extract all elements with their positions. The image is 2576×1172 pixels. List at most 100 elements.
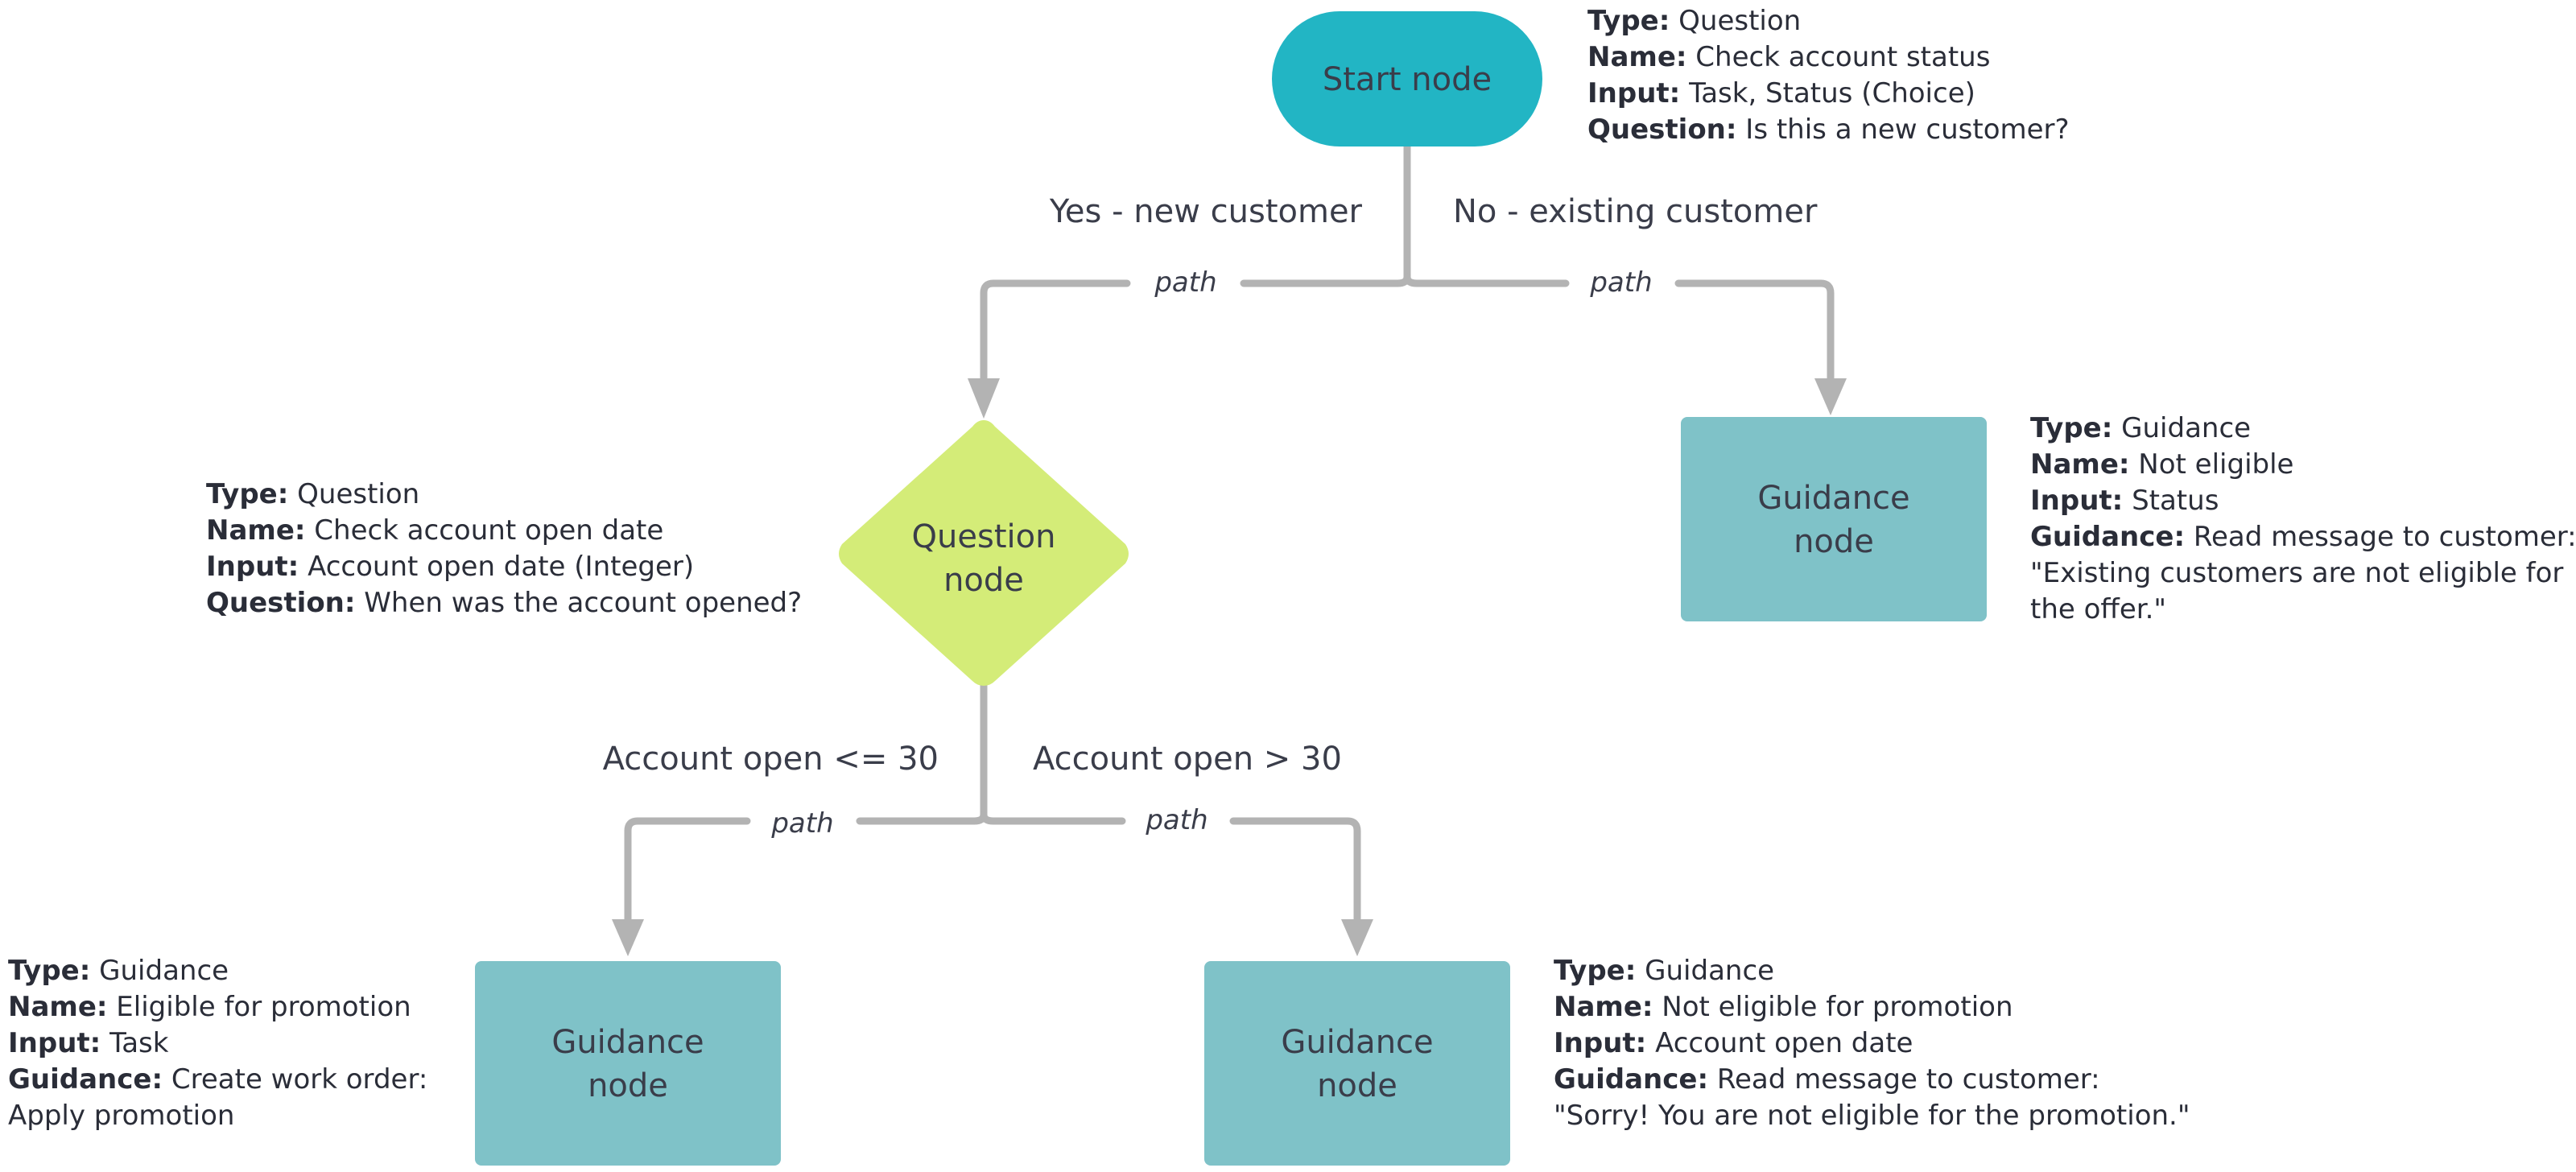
info-value: Not eligible for promotion	[1662, 991, 2013, 1023]
info-row-guidance: Guidance: Read message to customer:	[1554, 1062, 2190, 1098]
info-key: Type:	[1587, 5, 1670, 37]
guidance-node-eligible-promo-shape	[475, 961, 781, 1166]
info-row-type: Type: Guidance	[1554, 953, 2190, 989]
info-key: Guidance:	[8, 1063, 163, 1096]
path-label-no: path	[1589, 266, 1652, 299]
arrowhead-to-question	[968, 378, 1000, 419]
info-row-type: Type: Question	[206, 477, 802, 513]
info-key: Input:	[206, 551, 299, 583]
info-row-input: Input: Account open date	[1554, 1026, 2190, 1062]
info-row-type: Type: Question	[1587, 3, 2070, 39]
path-label-le-30: path	[770, 807, 833, 840]
start-node-label: Start node	[1323, 61, 1492, 98]
path-label-yes: path	[1154, 266, 1216, 299]
info-value: Task	[109, 1027, 169, 1059]
guidance-node-not-eligible-promo-label-line1: Guidance	[1281, 1024, 1433, 1061]
info-continuation: Apply promotion	[8, 1100, 235, 1132]
info-value: Read message to customer:	[1716, 1063, 2100, 1096]
info-value: Eligible for promotion	[116, 991, 411, 1023]
info-row-name: Name: Not eligible	[2030, 447, 2576, 483]
info-key: Type:	[1554, 955, 1637, 987]
info-value: Read message to customer:	[2193, 521, 2576, 553]
info-key: Name:	[2030, 448, 2130, 481]
guidance-node-not-eligible-label-line2: node	[1794, 523, 1874, 560]
info-row-type: Type: Guidance	[8, 953, 427, 989]
info-value: Is this a new customer?	[1745, 113, 2070, 146]
info-key: Input:	[1587, 77, 1681, 109]
connector-no-existing	[1403, 273, 1835, 389]
question-node-label-line1: Question	[912, 518, 1056, 555]
info-value: Account open date	[1655, 1027, 1913, 1059]
info-value: Guidance	[2121, 412, 2252, 444]
guidance-node-not-eligible-shape	[1681, 417, 1987, 621]
info-row-input: Input: Task, Status (Choice)	[1587, 76, 2070, 112]
info-value: Question	[1678, 5, 1802, 37]
edge-label-yes-new-customer: Yes - new customer	[1049, 193, 1363, 230]
info-value: Status	[2132, 485, 2219, 517]
info-row-name: Name: Not eligible for promotion	[1554, 989, 2190, 1026]
edge-label-account-open-le-30: Account open <= 30	[603, 741, 939, 778]
arrowhead-to-not-eligible-promo	[1341, 919, 1373, 956]
question-node-label-line2: node	[943, 562, 1024, 599]
info-value: Not eligible	[2138, 448, 2294, 481]
info-value: Account open date (Integer)	[308, 551, 695, 583]
info-row-question: Question: When was the account opened?	[206, 585, 802, 621]
info-key: Name:	[8, 991, 108, 1023]
start-node-shape	[1272, 11, 1542, 146]
guidance-node-eligible-promo-label-line1: Guidance	[551, 1024, 704, 1061]
info-row-guidance: Guidance: Read message to customer:	[2030, 519, 2576, 555]
info-value: Question	[297, 478, 420, 510]
info-key: Guidance:	[2030, 521, 2186, 553]
info-key: Guidance:	[1554, 1063, 1709, 1096]
info-key: Name:	[206, 514, 306, 547]
info-continuation: "Sorry! You are not eligible for the pro…	[1554, 1100, 2190, 1132]
info-key: Name:	[1587, 41, 1687, 73]
info-value: Task, Status (Choice)	[1689, 77, 1975, 109]
info-value: When was the account opened?	[364, 587, 803, 619]
question-node-shape	[839, 420, 1129, 686]
info-row-guidance: Guidance: Create work order:	[8, 1062, 427, 1098]
guidance-node-not-eligible-label-line1: Guidance	[1757, 480, 1909, 517]
info-key: Input:	[2030, 485, 2124, 517]
info-row-question: Question: Is this a new customer?	[1587, 112, 2070, 148]
path-label-gt-30: path	[1145, 804, 1208, 836]
start-node: Start node	[1272, 11, 1542, 146]
edge-label-no-existing-customer: No - existing customer	[1453, 193, 1818, 230]
guidance-node-not-eligible-promo: Guidance node	[1204, 961, 1510, 1166]
info-row-name: Name: Eligible for promotion	[8, 989, 427, 1026]
info-key: Question:	[1587, 113, 1737, 146]
info-row-type: Type: Guidance	[2030, 411, 2576, 447]
info-not-eligible-promo-node: Type: Guidance Name: Not eligible for pr…	[1554, 953, 2190, 1134]
guidance-node-eligible-promo-label-line2: node	[588, 1067, 668, 1104]
info-value: Check account status	[1695, 41, 1991, 73]
info-value: Check account open date	[314, 514, 664, 547]
info-continuation: "Existing customers are not eligible for	[2030, 557, 2564, 589]
info-row-name: Name: Check account status	[1587, 39, 2070, 76]
info-key: Name:	[1554, 991, 1653, 1023]
edge-label-account-open-gt-30: Account open > 30	[1033, 741, 1342, 778]
info-eligible-promo-node: Type: Guidance Name: Eligible for promot…	[8, 953, 427, 1134]
guidance-node-not-eligible: Guidance node	[1681, 417, 1987, 621]
info-value: Create work order:	[171, 1063, 428, 1096]
info-key: Input:	[8, 1027, 101, 1059]
info-key: Type:	[8, 955, 91, 987]
connector-open-gt-30	[980, 811, 1361, 928]
info-key: Type:	[2030, 412, 2113, 444]
guidance-node-not-eligible-promo-label-line2: node	[1317, 1067, 1397, 1104]
info-key: Type:	[206, 478, 289, 510]
info-value: Guidance	[1645, 955, 1775, 987]
info-not-eligible-node: Type: Guidance Name: Not eligible Input:…	[2030, 411, 2576, 628]
guidance-node-eligible-promo: Guidance node	[475, 961, 781, 1166]
info-row-input: Input: Account open date (Integer)	[206, 549, 802, 585]
question-node: Question node	[839, 420, 1129, 686]
info-continuation: the offer."	[2030, 593, 2167, 625]
connector-question-split	[624, 680, 1361, 928]
arrowhead-to-not-eligible	[1814, 378, 1847, 415]
info-row-name: Name: Check account open date	[206, 513, 802, 549]
info-row-input: Input: Task	[8, 1026, 427, 1062]
info-value: Guidance	[99, 955, 229, 987]
info-question-node: Type: Question Name: Check account open …	[206, 477, 802, 621]
arrowhead-to-eligible-promo	[612, 919, 644, 956]
info-key: Input:	[1554, 1027, 1647, 1059]
